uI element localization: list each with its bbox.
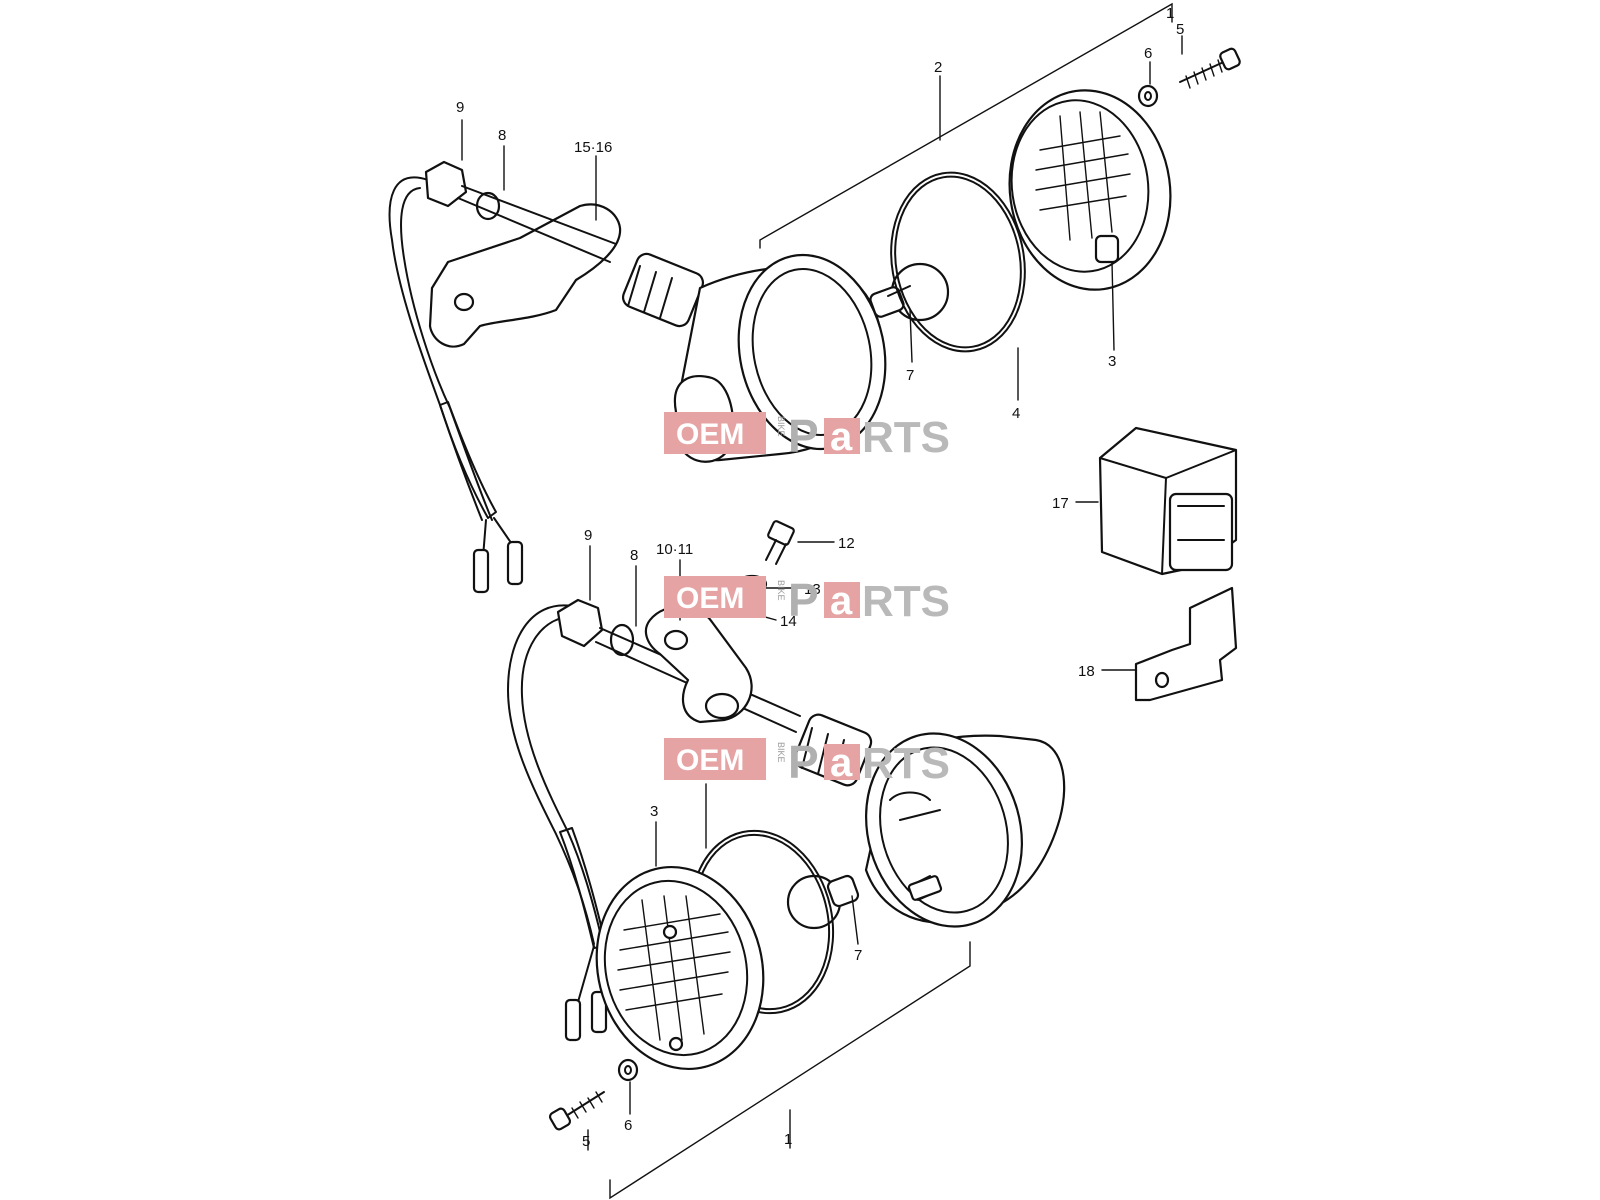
upper-assembly-bracket [759,2,1173,249]
watermark-p-text: P [788,574,819,626]
watermark-rts-text: RTS [862,413,950,462]
label-upper-6: 6 [1144,45,1152,62]
label-lower-13: 13 [804,581,821,598]
label-lower-3: 3 [650,803,658,820]
label-upper-8: 8 [498,127,506,144]
label-upper-15-16: 15·16 [574,139,612,156]
watermark-rts-text: RTS [862,577,950,626]
lower-screw [548,1091,605,1131]
watermark-bike-text: BIKE [776,580,786,601]
watermark-bike-text: BIKE [776,742,786,763]
upper-wire-harness [388,176,483,521]
upper-nut [424,160,468,208]
watermark-oem-text: OEM [676,744,744,777]
lower-washer [609,623,635,657]
label-lower-10-11: 10·11 [656,541,693,558]
label-relay-18: 18 [1078,663,1095,680]
watermark-3: OEM BIKE P a RTS [664,736,950,788]
label-upper-4: 4 [1012,405,1020,422]
relay-connector [1168,492,1234,572]
label-upper-3: 3 [1108,353,1116,370]
upper-wire-terminal-right [506,540,524,586]
label-upper-9: 9 [456,99,464,116]
watermark-a-text: a [830,741,853,785]
watermark-oem-text: OEM [676,582,744,615]
lower-wire-harness [507,604,595,945]
label-lower-12: 12 [838,535,855,552]
watermark-oem-box [664,412,766,454]
label-lower-7: 7 [854,947,862,964]
upper-mount-bracket [428,203,622,348]
upper-bulb [869,262,950,322]
label-lower-1: 1 [784,1131,792,1148]
label-upper-2: 2 [934,59,942,76]
watermark-p-text: P [788,736,819,788]
upper-gasket [890,171,1026,353]
lower-turn-signal-assembly [507,520,1066,1200]
watermark-oem-text: OEM [676,418,744,451]
label-lower-5: 5 [582,1133,590,1150]
lower-assembly-bracket [609,941,971,1200]
lower-screw-washer [617,1058,639,1082]
lower-wire-terminal-left [564,998,582,1042]
upper-lens [1008,89,1172,291]
label-lower-9: 9 [584,527,592,544]
watermark-a-text: a [830,579,853,623]
lower-bracket-hole [663,629,689,651]
lower-lamp-housing [864,732,1066,928]
label-lower-6: 6 [624,1117,632,1134]
lower-wire-terminal-right [590,990,608,1034]
relay-mount-bracket [1134,586,1238,702]
watermark-2: OEM BIKE P a RTS [664,574,950,626]
watermark-bike-text: BIKE [776,416,786,437]
watermark-1: OEM BIKE P a RTS [664,410,950,462]
upper-screw-washer [1137,84,1159,108]
upper-socket [621,252,705,328]
upper-bracket-hole [453,292,475,312]
label-upper-5: 5 [1176,21,1184,38]
upper-wire-sleeve [439,401,497,519]
lower-nut [556,598,604,648]
upper-washer [475,191,501,221]
label-upper-7: 7 [906,367,914,384]
label-upper-1: 1 [1166,5,1174,22]
upper-wire-terminal-left [472,548,490,594]
watermark-rts-text: RTS [862,739,950,788]
watermark-a-box [824,418,860,454]
label-relay-17: 17 [1052,495,1069,512]
watermark-p-text: P [788,410,819,462]
upper-screw [1179,47,1241,89]
part-number-labels: 1 5 6 2 9 8 15·16 7 3 4 17 18 9 8 10·11 … [456,5,1184,1150]
label-lower-14: 14 [780,613,797,630]
lower-lens [595,865,765,1071]
turn-signal-relay-group [1098,426,1238,702]
label-lower-8: 8 [630,547,638,564]
watermark-a-text: a [830,415,853,459]
lower-bolt-12 [765,520,795,565]
